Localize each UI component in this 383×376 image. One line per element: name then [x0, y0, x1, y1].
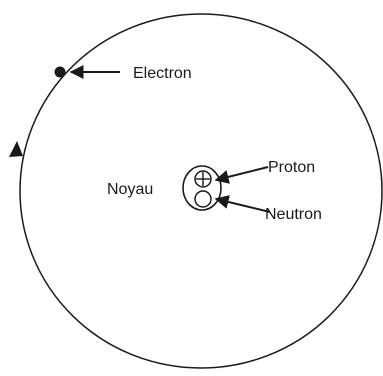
neutron-pointer-arrow [214, 195, 271, 213]
proton-label: Proton [268, 159, 315, 176]
nucleus-outline [182, 165, 222, 211]
nucleus [182, 165, 222, 211]
orbit-direction-arrow-icon [9, 141, 23, 157]
electron-orbit [19, 13, 383, 369]
electron-label: Electron [133, 65, 192, 82]
nucleus-label: Noyau [107, 181, 153, 198]
neutron-label: Neutron [265, 206, 322, 223]
proton-pointer-arrow [214, 166, 269, 184]
electron-dot [54, 66, 66, 78]
neutron-circle [194, 190, 212, 208]
